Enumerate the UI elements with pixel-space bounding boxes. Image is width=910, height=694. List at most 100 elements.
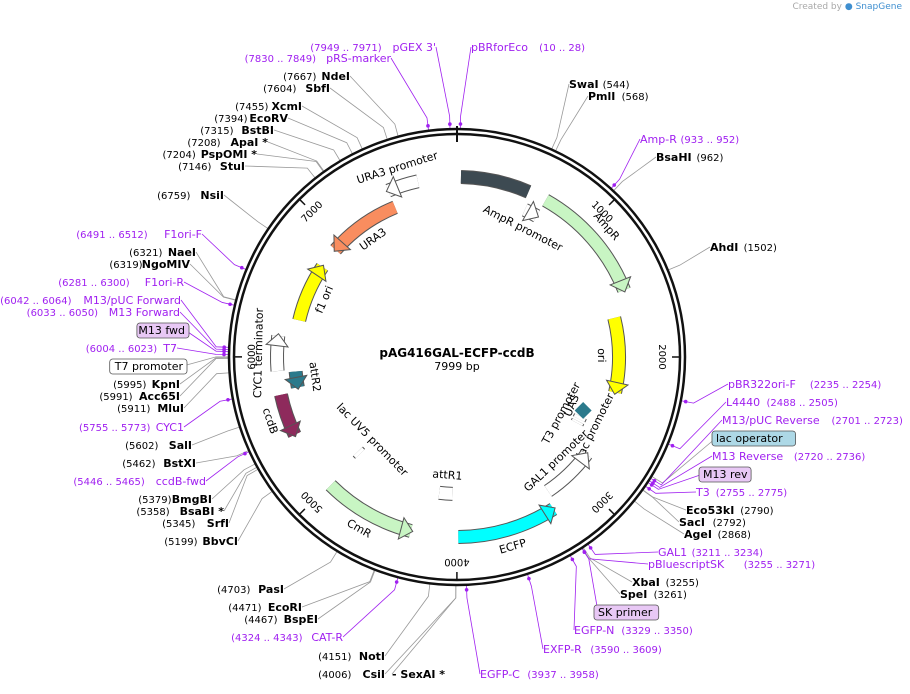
label-name: SrfI [207,517,229,530]
primer-pbr322ori-f[interactable]: pBR322ori-F(2235 .. 2254) [683,378,882,404]
primer-cyc1[interactable]: CYC1(5755 .. 5773) [79,398,230,434]
feature-body [573,413,586,422]
label-name: BstXI [163,457,196,470]
feature-ecfp[interactable]: ECFP [458,503,558,557]
site-nsii[interactable]: NsiI(6759) [157,189,224,202]
label-name: StuI [220,160,245,173]
site-agei[interactable]: AgeI(2868) [684,528,751,541]
site-pmli[interactable]: PmlI(568) [588,90,649,103]
feature-ampr[interactable]: AmpR [542,194,632,293]
site-noti[interactable]: NotI(4151) [318,650,385,663]
primer-t7[interactable]: T7(6004 .. 6023) [86,342,226,357]
site-csii[interactable]: CsiI(4006) [318,668,385,681]
feature-cen-ars[interactable]: CEN/ARS [460,152,532,199]
site-ecori[interactable]: EcoRI(4471) [228,601,302,614]
label-name: SacI [679,516,705,529]
primer-t3[interactable]: T3(2755 .. 2775) [647,486,787,499]
feature-attr2[interactable]: attR2 [283,361,323,393]
primer-tick [527,576,531,581]
site-bmgbi[interactable]: BmgBI(5379) [138,493,212,506]
feature-f1-ori[interactable]: f1 ori [292,263,336,323]
site-bbvci[interactable]: BbvCI(5199) [164,535,238,548]
site-swai[interactable]: SwaI(544) [569,78,630,91]
label-name: pBluescriptSK [648,558,725,571]
feature-body [438,486,453,500]
leader-line [634,501,685,535]
primer-l4440[interactable]: L4440(2488 .. 2505) [670,396,838,448]
site-spei[interactable]: SpeI(3261) [620,588,687,601]
site-pspomi[interactable]: PspOMI *(7204) [163,148,258,161]
primer-egfp-c[interactable]: EGFP-C(3937 .. 3958) [464,588,599,681]
feature-arrowhead [608,275,632,293]
primer-m13-fwd[interactable]: M13 fwd [136,322,226,354]
feature-uas[interactable]: UAS [561,393,592,419]
site-naei[interactable]: NaeI(6321) [129,246,196,259]
leader-line [645,486,697,494]
primer-m13-rev[interactable]: M13 rev [649,466,752,487]
site-bsabi[interactable]: BsaBI *(5358) [136,505,224,518]
site-ahdi[interactable]: AhdI(1502) [710,241,777,254]
label-position: (2701 .. 2723) [832,416,904,427]
label-position: (6281 .. 6300) [58,278,130,289]
primer-m13-reverse[interactable]: M13 Reverse(2720 .. 2736) [651,450,865,485]
feature-body [571,418,584,426]
primer-f1ori-f[interactable]: F1ori-F(6491 .. 6512) [76,228,244,270]
primer-exfp-r[interactable]: EXFP-R(3590 .. 3609) [527,576,662,656]
primer-tick [652,478,657,483]
site-apai[interactable]: ApaI *(7208) [187,136,268,149]
primer-tick [588,546,593,550]
primer-amp-r[interactable]: Amp-R(933 .. 952) [612,133,739,187]
primer-m13-puc-forward[interactable]: M13/pUC Forward(6042 .. 6064) [0,294,227,349]
feature-cmr[interactable]: CmR [325,480,414,541]
feature-gal1-promoter[interactable]: GAL1 promoter [521,427,593,497]
primer-pbrforeco[interactable]: pBRforEco(10 .. 28) [458,41,585,126]
site-bspei[interactable]: BspEI(4467) [244,613,318,626]
site-ndei[interactable]: NdeI(7667) [283,70,350,83]
site-bstxi[interactable]: BstXI(5462) [122,457,196,470]
site-kpni[interactable]: KpnI(5995) [113,378,180,391]
feature-cyc1-terminator[interactable]: CYC1 terminator [251,307,290,398]
label-name: L4440 [726,396,760,409]
primer-tick [458,122,463,126]
primer-lac-operator[interactable]: lac operator [711,430,796,447]
site-srfi[interactable]: SrfI(5345) [162,517,229,530]
primer-sk-primer[interactable]: SK primer [582,550,660,621]
primer-ccdb-fwd[interactable]: ccdB-fwd(5446 .. 5465) [73,451,247,488]
site-pasi[interactable]: PasI(4703) [217,583,284,596]
site-saci[interactable]: SacI(2792) [679,516,746,529]
site-bstbi[interactable]: BstBI(7315) [200,124,274,137]
feature-ori[interactable]: ori [595,316,630,396]
site-xbai[interactable]: XbaI(3255) [632,576,699,589]
primer-cat-r[interactable]: CAT-R(4324 .. 4343) [231,580,399,644]
primer-f1ori-r[interactable]: F1ori-R (6281 .. 6300) [58,276,232,307]
label-name: F1ori-R [145,276,185,289]
feature-lac-uv5-promoter[interactable]: lac UV5 promoter [334,401,411,479]
site-stui[interactable]: StuI(7146) [178,160,245,173]
site-ecorv[interactable]: EcoRV(7394) [214,112,288,125]
primer-prs-marker[interactable]: pRS-marker(7830 .. 7849) [245,52,430,128]
primer-t7-promoter[interactable]: T7 promoter [109,358,188,375]
site-xcmi[interactable]: XcmI(7455) [235,100,302,113]
feature-ura3[interactable]: URA3 [330,200,398,255]
site-eco53ki[interactable]: Eco53kI(2790) [686,504,774,517]
primer-pgex-3[interactable]: pGEX 3'(7949 .. 7971) [310,41,452,126]
leader-line [384,584,431,657]
site-sexai[interactable]: - SexAI * [392,668,445,681]
site-ngomiv[interactable]: NgoMIV(6319) [109,258,190,271]
primer-tick [222,349,226,354]
feature-ura3-promoter[interactable]: URA3 promoter [355,149,440,198]
site-bsahi[interactable]: BsaHI(962) [656,151,723,164]
primer-egfp-n[interactable]: EGFP-N(3329 .. 3350) [570,557,693,637]
feature-attr1[interactable]: attR1 [432,467,463,501]
label-name: MluI [157,402,184,415]
primer-gal1[interactable]: GAL1(3211 .. 3234) [588,546,763,559]
leader-line [189,263,236,301]
site-sbfi[interactable]: SbfI(7604) [263,82,330,95]
primer-pbluescriptsk[interactable]: pBluescriptSK(3255 .. 3271) [582,550,816,571]
primer-m13-puc-reverse[interactable]: M13/pUC Reverse(2701 .. 2723) [652,414,904,483]
feature-ccdb[interactable]: ccdB [260,393,302,438]
site-sali[interactable]: SalI(5602) [125,439,192,452]
site-mlui[interactable]: MluI(5911) [117,402,184,415]
site-acc65i[interactable]: Acc65I(5991) [99,390,180,403]
label-position: (2790) [740,506,773,517]
